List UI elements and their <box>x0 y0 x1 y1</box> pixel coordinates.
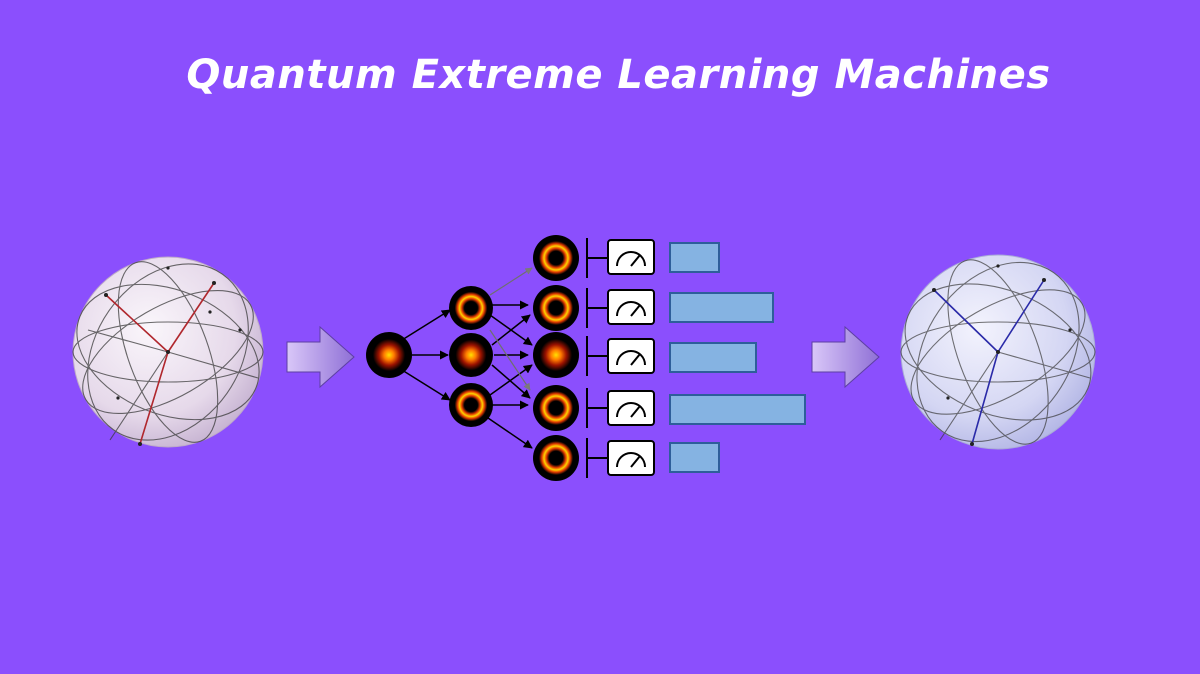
meter-icon <box>607 390 655 426</box>
output-bar <box>669 242 720 273</box>
output-bar <box>669 292 774 323</box>
detector-barriers <box>586 238 608 478</box>
ring-node <box>533 385 579 431</box>
source-node <box>366 332 412 378</box>
ring-node <box>449 286 493 330</box>
ring-node <box>533 235 579 281</box>
ring-node <box>533 285 579 331</box>
output-bar <box>669 442 720 473</box>
ring-node <box>533 435 579 481</box>
arrow-right-icon <box>811 325 880 389</box>
output-bars <box>669 242 806 473</box>
output-bloch-sphere <box>900 254 1096 450</box>
output-bar <box>669 394 806 425</box>
input-bloch-sphere <box>72 256 264 448</box>
output-layer <box>533 235 579 481</box>
meter-icon <box>607 239 655 275</box>
arrow-right-icon <box>286 325 355 389</box>
meter-icon <box>607 440 655 476</box>
output-bar <box>669 342 757 373</box>
spot-node <box>449 333 493 377</box>
meter-icon <box>607 289 655 325</box>
page-title: Quantum Extreme Learning Machines <box>186 52 1051 98</box>
meter-icon <box>607 338 655 374</box>
hidden-layer <box>449 286 493 427</box>
spot-node <box>533 332 579 378</box>
ring-node <box>449 383 493 427</box>
network-edges <box>401 267 533 449</box>
meters <box>607 239 655 476</box>
